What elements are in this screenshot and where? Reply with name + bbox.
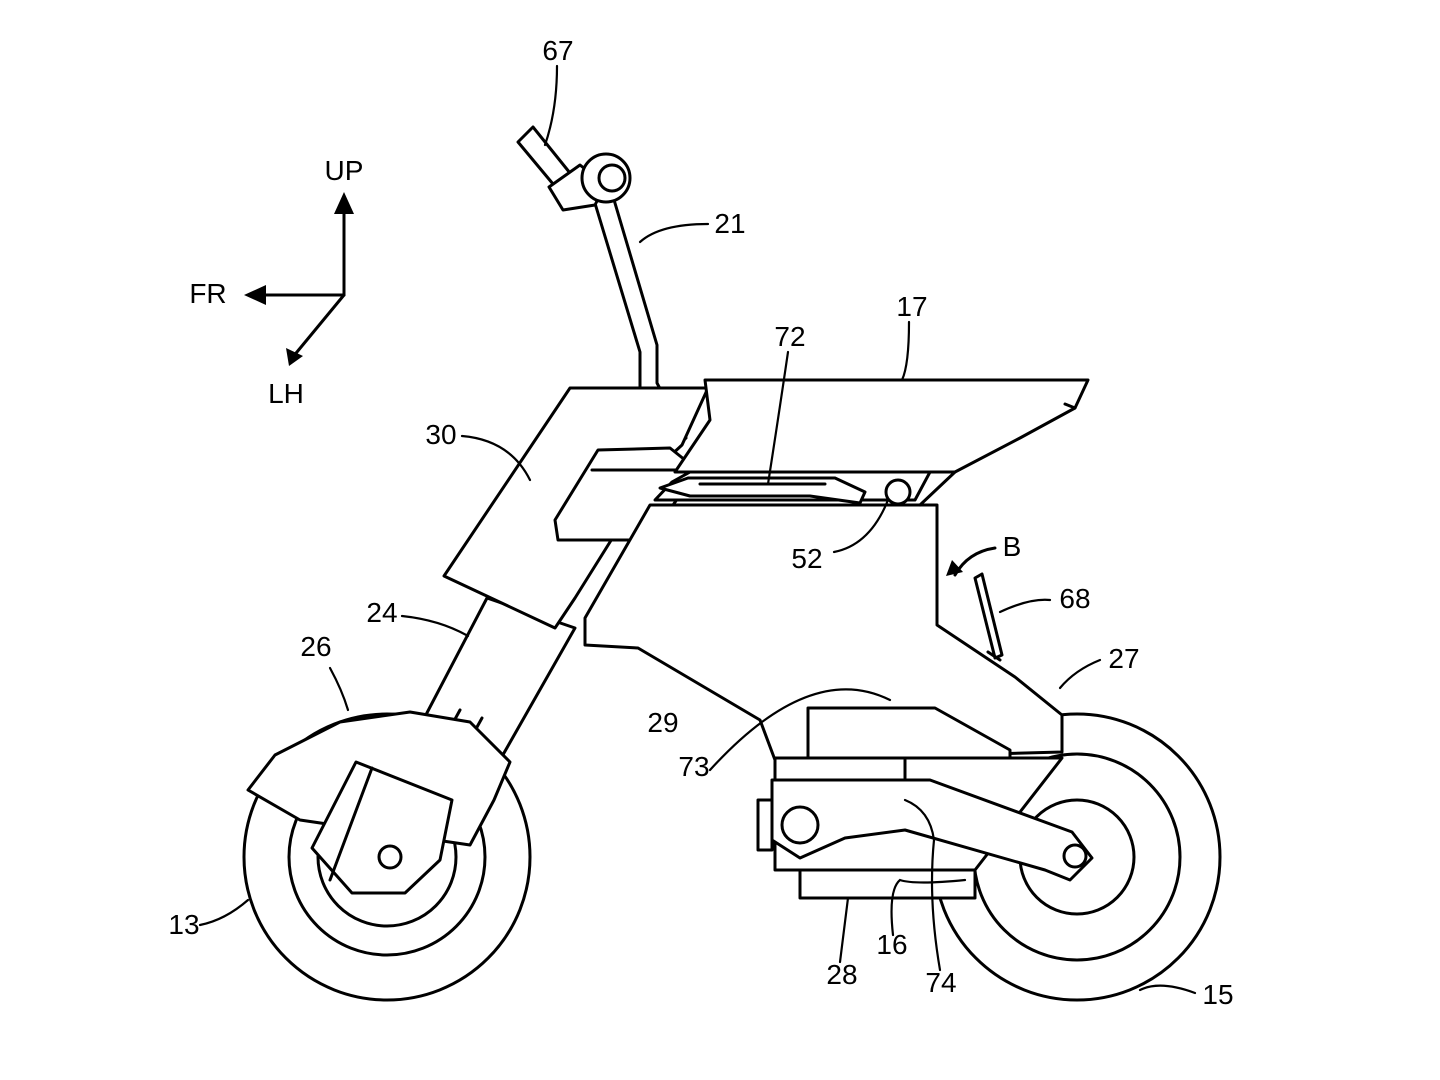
battery [806, 706, 1012, 764]
label-16: 16 [876, 929, 907, 960]
label-front: FR [189, 278, 226, 309]
label-left-hand: LH [268, 378, 304, 409]
label-68: 68 [1059, 583, 1090, 614]
label-15: 15 [1202, 979, 1233, 1010]
front-fender [246, 710, 512, 895]
label-21: 21 [714, 208, 745, 239]
direction-labels: UP FR LH [189, 155, 363, 409]
reference-labels: 67 21 17 72 30 52 B 68 27 24 26 29 73 13… [168, 35, 1233, 1010]
label-up: UP [325, 155, 364, 186]
lever [973, 572, 1004, 662]
label-26: 26 [300, 631, 331, 662]
steering-handle [516, 125, 688, 454]
label-b: B [1003, 531, 1022, 562]
label-24: 24 [366, 597, 397, 628]
label-67: 67 [542, 35, 573, 66]
label-30: 30 [425, 419, 456, 450]
direction-indicator [244, 192, 354, 366]
label-74: 74 [925, 967, 956, 998]
label-13: 13 [168, 909, 199, 940]
label-28: 28 [826, 959, 857, 990]
seat-assembly [653, 378, 1090, 507]
label-29: 29 [647, 707, 678, 738]
label-52: 52 [791, 543, 822, 574]
label-17: 17 [896, 291, 927, 322]
label-27: 27 [1108, 643, 1139, 674]
leader-lines [198, 64, 1197, 995]
label-73: 73 [678, 751, 709, 782]
label-72: 72 [774, 321, 805, 352]
